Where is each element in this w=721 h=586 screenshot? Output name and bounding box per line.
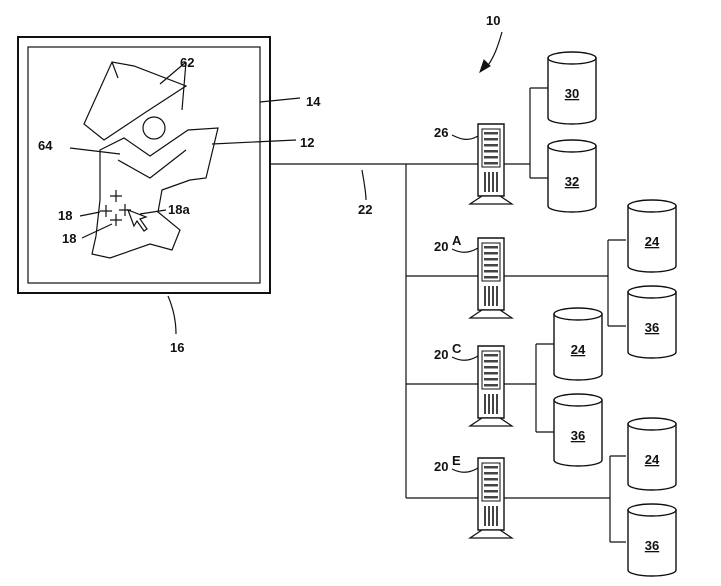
server-letter-label: A [452, 233, 462, 248]
server-id-label: 20 [434, 347, 448, 362]
arrow-icon [479, 59, 491, 74]
object-shape-circle [142, 116, 166, 140]
label-network: 22 [358, 202, 372, 217]
label-monitor: 16 [170, 340, 184, 355]
database-0: 30 [547, 51, 597, 125]
database-4: 24 [553, 307, 603, 381]
database-3: 36 [627, 285, 677, 359]
server-letter-label: E [452, 453, 461, 468]
label-image-region: 12 [300, 135, 314, 150]
label-contour: 64 [38, 138, 53, 153]
image-region-outline [91, 127, 219, 259]
cursor-arrow-icon [126, 208, 148, 232]
server-3: 20 E [434, 453, 514, 539]
database-5: 36 [553, 393, 603, 467]
server-id-label: 26 [434, 125, 448, 140]
database-7: 36 [627, 503, 677, 577]
database-label: 32 [565, 174, 579, 189]
network-lines [270, 87, 626, 543]
object-shape-upper [83, 61, 188, 141]
screen-image [83, 61, 219, 259]
marker-crosses [100, 190, 131, 226]
server-letter-label: C [452, 341, 462, 356]
database-label: 36 [645, 320, 659, 335]
label-display-screen: 14 [306, 94, 321, 109]
label-marker-b: 18 [62, 231, 76, 246]
database-label: 36 [645, 538, 659, 553]
database-1: 32 [547, 139, 597, 213]
server-0: 26 [434, 123, 514, 205]
databases: 30 32 24 36 24 36 24 36 [547, 51, 677, 577]
label-system: 10 [486, 13, 500, 28]
monitor-frame [17, 36, 271, 294]
server-id-label: 20 [434, 459, 448, 474]
label-objects: 62 [180, 55, 194, 70]
server-2: 20 C [434, 341, 514, 427]
database-label: 24 [645, 452, 660, 467]
display-screen [27, 46, 261, 284]
label-cursor: 18a [168, 202, 190, 217]
label-marker-a: 18 [58, 208, 72, 223]
database-label: 24 [571, 342, 586, 357]
database-label: 36 [571, 428, 585, 443]
server-1: 20 A [434, 233, 514, 319]
database-6: 24 [627, 417, 677, 491]
server-id-label: 20 [434, 239, 448, 254]
database-2: 24 [627, 199, 677, 273]
monitor [17, 36, 271, 294]
database-label: 30 [565, 86, 579, 101]
database-label: 24 [645, 234, 660, 249]
